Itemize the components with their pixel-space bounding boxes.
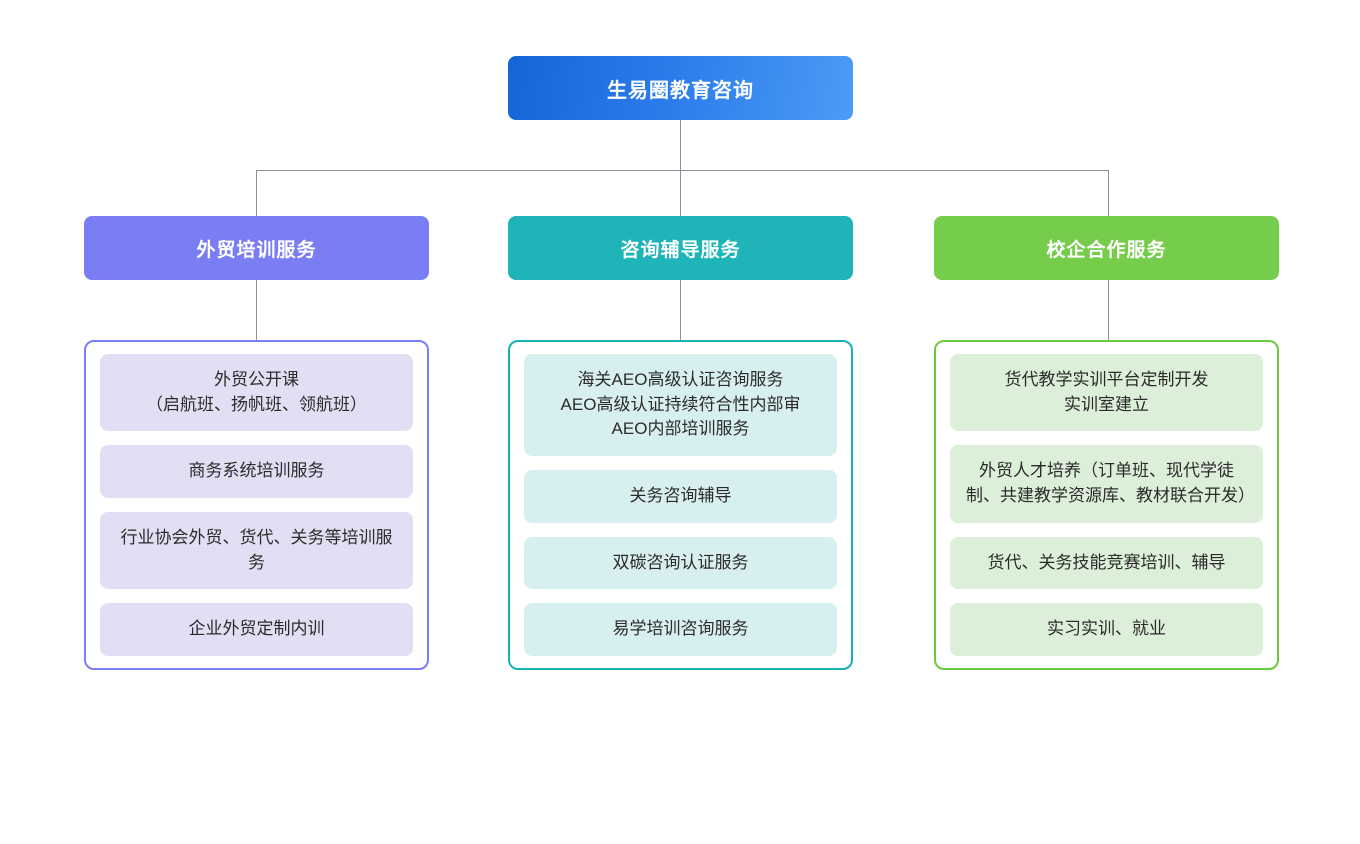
root-node[interactable]: 生易圈教育咨询 [508,56,853,120]
column-foreign-trade-training: 外贸培训服务 外贸公开课 （启航班、扬帆班、领航班） 商务系统培训服务 行业协会… [84,216,429,670]
connector-horizontal-bus [256,170,1109,171]
list-item[interactable]: 易学培训咨询服务 [524,603,837,656]
list-item[interactable]: 海关AEO高级认证咨询服务 AEO高级认证持续符合性内部审 AEO内部培训服务 [524,354,837,456]
list-item[interactable]: 行业协会外贸、货代、关务等培训服务 [100,511,413,590]
connector-drop-column-1 [680,170,681,216]
column-consulting-tutoring: 咨询辅导服务 海关AEO高级认证咨询服务 AEO高级认证持续符合性内部审 AEO… [508,216,853,670]
connector-drop-column-0 [256,170,257,216]
connector-header-to-items-0 [256,280,257,340]
column-school-enterprise-cooperation: 校企合作服务 货代教学实训平台定制开发 实训室建立 外贸人才培养（订单班、现代学… [934,216,1279,670]
connector-header-to-items-1 [680,280,681,340]
list-item[interactable]: 货代教学实训平台定制开发 实训室建立 [950,354,1263,432]
list-item[interactable]: 双碳咨询认证服务 [524,536,837,590]
items-container-consulting-tutoring: 海关AEO高级认证咨询服务 AEO高级认证持续符合性内部审 AEO内部培训服务 … [508,340,853,670]
items-container-school-enterprise-cooperation: 货代教学实训平台定制开发 实训室建立 外贸人才培养（订单班、现代学徒制、共建教学… [934,340,1279,670]
items-container-foreign-trade-training: 外贸公开课 （启航班、扬帆班、领航班） 商务系统培训服务 行业协会外贸、货代、关… [84,340,429,670]
category-header-school-enterprise-cooperation[interactable]: 校企合作服务 [934,216,1279,280]
connector-drop-column-2 [1108,170,1109,216]
list-item[interactable]: 货代、关务技能竞赛培训、辅导 [950,536,1263,590]
list-item[interactable]: 商务系统培训服务 [100,445,413,498]
list-item[interactable]: 实习实训、就业 [950,603,1263,656]
list-item[interactable]: 企业外贸定制内训 [100,603,413,656]
connector-header-to-items-2 [1108,280,1109,340]
category-header-consulting-tutoring[interactable]: 咨询辅导服务 [508,216,853,280]
list-item[interactable]: 关务咨询辅导 [524,469,837,523]
list-item[interactable]: 外贸公开课 （启航班、扬帆班、领航班） [100,354,413,432]
connector-root-stem [680,120,681,170]
list-item[interactable]: 外贸人才培养（订单班、现代学徒制、共建教学资源库、教材联合开发） [950,445,1263,523]
category-header-foreign-trade-training[interactable]: 外贸培训服务 [84,216,429,280]
